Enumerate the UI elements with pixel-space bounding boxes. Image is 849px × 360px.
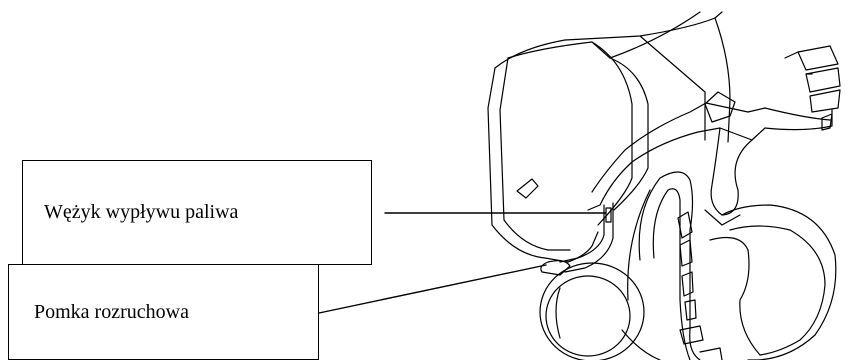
cooling-fins <box>764 45 841 131</box>
fuel-outlet-hose-callout: Wężyk wypływu paliwa <box>22 160 372 265</box>
leader-line-primer-bulb <box>318 264 547 314</box>
primer-bulb-callout: Pomka rozruchowa <box>8 264 319 360</box>
fuel-outlet-hose <box>559 202 614 273</box>
vent-slot <box>516 178 539 199</box>
carburetor-housing <box>487 11 731 263</box>
float-chamber-disc <box>709 204 837 360</box>
arm-bracket <box>587 91 766 226</box>
bowl-ring <box>621 171 723 360</box>
fuel-outlet-hose-label: Wężyk wypływu paliwa <box>44 201 239 223</box>
primer-bulb-label: Pomka rozruchowa <box>34 300 189 323</box>
primer-bulb <box>539 260 645 360</box>
